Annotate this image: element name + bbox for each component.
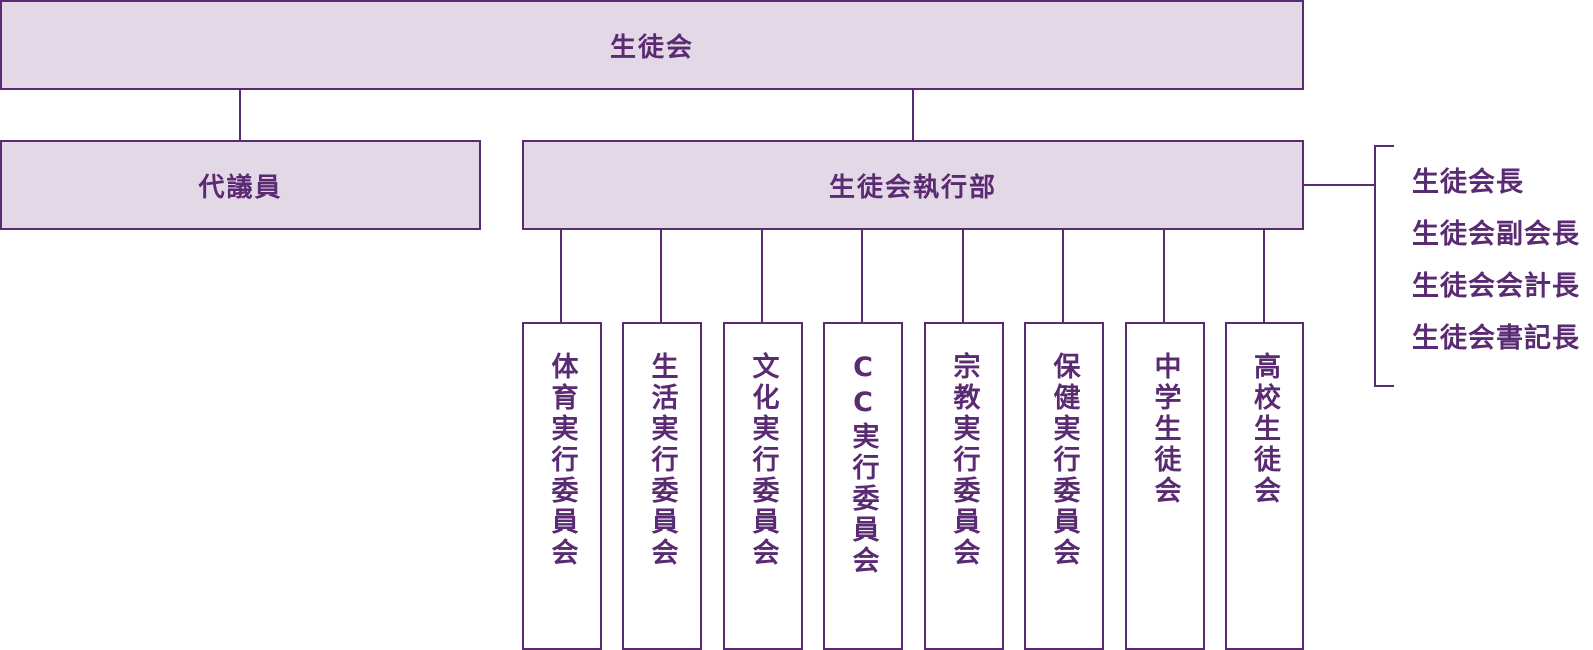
committee-sports: 体育実行委員会 (522, 322, 602, 650)
committee-junior-high-council: 中学生徒会 (1125, 322, 1205, 650)
executive-label: 生徒会執行部 (828, 172, 997, 203)
officer-vice-president: 生徒会副会長 (1412, 219, 1580, 250)
officers-bracket-bottom (1374, 385, 1394, 387)
committee-culture: 文化実行委員会 (723, 322, 803, 650)
committee-label: 体育実行委員会 (546, 352, 578, 569)
connector-committee-3 (761, 230, 763, 322)
connector-committee-2 (660, 230, 662, 322)
delegates-box: 代議員 (0, 140, 481, 230)
committee-label: 高校生徒会 (1249, 352, 1280, 507)
connector-committee-1 (560, 230, 562, 322)
delegates-label: 代議員 (198, 172, 283, 203)
committee-religion: 宗教実行委員会 (924, 322, 1004, 650)
committee-life: 生活実行委員会 (622, 322, 702, 650)
committee-cc: CC実行委員会 (823, 322, 903, 650)
student-council-label: 生徒会 (609, 32, 694, 63)
committee-high-school-council: 高校生徒会 (1225, 322, 1304, 650)
connector-committee-4 (861, 230, 863, 322)
officer-president: 生徒会長 (1412, 167, 1524, 198)
committee-label: 保健実行委員会 (1048, 352, 1080, 569)
executive-box: 生徒会執行部 (522, 140, 1304, 230)
committee-label: 宗教実行委員会 (948, 352, 980, 569)
committee-label: 中学生徒会 (1149, 352, 1181, 507)
connector-top-delegates (239, 90, 241, 140)
committee-health: 保健実行委員会 (1024, 322, 1104, 650)
committee-label: 文化実行委員会 (747, 352, 779, 569)
connector-top-executive (912, 90, 914, 140)
officer-secretary: 生徒会書記長 (1412, 323, 1580, 354)
connector-committee-8 (1263, 230, 1265, 322)
connector-committee-7 (1163, 230, 1165, 322)
officers-list: 生徒会長 生徒会副会長 生徒会会計長 生徒会書記長 (1412, 165, 1580, 373)
connector-committee-6 (1062, 230, 1064, 322)
committee-label: CC実行委員会 (847, 352, 879, 577)
connector-executive-officers (1304, 184, 1374, 186)
officers-bracket-top (1374, 145, 1394, 147)
connector-committee-5 (962, 230, 964, 322)
student-council-box: 生徒会 (0, 0, 1304, 90)
committee-label: 生活実行委員会 (646, 352, 678, 569)
officers-bracket-vertical (1374, 145, 1376, 387)
officer-treasurer: 生徒会会計長 (1412, 271, 1580, 302)
